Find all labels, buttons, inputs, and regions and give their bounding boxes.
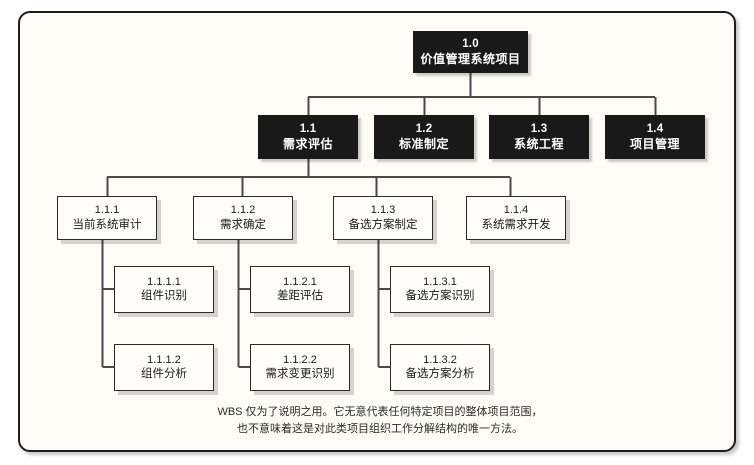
wbs-node-1-0-name: 价值管理系统项目 [420, 51, 521, 66]
wbs-node-1-1-3-code: 1.1.3 [370, 204, 396, 217]
wbs-node-1-2-name: 标准制定 [398, 136, 449, 151]
wbs-node-1-1-2-code: 1.1.2 [230, 204, 256, 217]
wbs-node-1-1-3-2-name: 备选方案分析 [405, 368, 475, 381]
wbs-node-1-4[interactable]: 1.4 项目管理 [605, 115, 705, 159]
wbs-node-1-1-1-1[interactable]: 1.1.1.1 组件识别 [114, 266, 214, 313]
wbs-node-1-1-2-2[interactable]: 1.1.2.2 需求变更识别 [250, 344, 350, 391]
wbs-node-1-1-4-name: 系统需求开发 [481, 218, 551, 231]
wbs-node-1-1-1-name: 当前系统审计 [72, 218, 142, 231]
footnote-line-2: 也不意味着这是对此类项目组织工作分解结构的唯一方法。 [237, 423, 523, 436]
wbs-node-1-1-2[interactable]: 1.1.2 需求确定 [193, 196, 293, 240]
wbs-node-1-1-code: 1.1 [299, 122, 317, 135]
wbs-node-1-1-2-1-code: 1.1.2.1 [283, 275, 317, 288]
footnote-line-1: WBS 仅为了说明之用。它无意代表任何特定项目的整体项目范围， [217, 406, 543, 418]
wbs-node-1-1-3-1-name: 备选方案识别 [405, 290, 475, 303]
wbs-node-1-1-2-1[interactable]: 1.1.2.1 差距评估 [250, 266, 350, 313]
wbs-node-1-1-2-2-code: 1.1.2.2 [283, 353, 317, 366]
wbs-node-1-1-1-2-code: 1.1.1.2 [147, 353, 181, 366]
wbs-node-1-1[interactable]: 1.1 需求评估 [258, 115, 358, 159]
wbs-node-1-2[interactable]: 1.2 标准制定 [374, 115, 474, 159]
wbs-node-1-4-code: 1.4 [646, 122, 664, 135]
wbs-node-1-4-name: 项目管理 [629, 136, 680, 151]
wbs-node-1-0[interactable]: 1.0 价值管理系统项目 [413, 31, 528, 73]
wbs-node-1-1-3-1-code: 1.1.3.1 [423, 275, 457, 288]
wbs-node-1-1-3-1[interactable]: 1.1.3.1 备选方案识别 [390, 266, 490, 313]
wbs-node-1-1-3-2[interactable]: 1.1.3.2 备选方案分析 [390, 344, 490, 391]
wbs-node-1-1-2-2-name: 需求变更识别 [265, 368, 335, 381]
wbs-node-1-1-1-1-code: 1.1.1.1 [147, 275, 181, 288]
wbs-node-1-2-code: 1.2 [415, 122, 433, 135]
wbs-node-1-3-code: 1.3 [530, 122, 548, 135]
wbs-node-1-1-1-2-name: 组件分析 [141, 368, 187, 381]
wbs-node-1-1-3-name: 备选方案制定 [348, 218, 418, 231]
wbs-node-1-1-1-code: 1.1.1 [94, 204, 120, 217]
wbs-node-1-1-2-1-name: 差距评估 [277, 290, 323, 303]
wbs-node-1-1-1-1-name: 组件识别 [141, 290, 187, 303]
wbs-node-1-1-3-2-code: 1.1.3.2 [423, 353, 457, 366]
wbs-node-1-1-1-2[interactable]: 1.1.1.2 组件分析 [114, 344, 214, 391]
wbs-node-1-1-name: 需求评估 [282, 136, 333, 151]
wbs-node-1-3-name: 系统工程 [513, 136, 564, 151]
wbs-node-1-3[interactable]: 1.3 系统工程 [489, 115, 589, 159]
wbs-node-1-0-code: 1.0 [462, 37, 479, 50]
wbs-node-1-1-4-code: 1.1.4 [503, 204, 529, 217]
diagram-footnote: WBS 仅为了说明之用。它无意代表任何特定项目的整体项目范围， 也不意味着这是对… [150, 404, 610, 438]
wbs-node-1-1-3[interactable]: 1.1.3 备选方案制定 [333, 196, 433, 240]
wbs-node-1-1-1[interactable]: 1.1.1 当前系统审计 [57, 196, 157, 240]
wbs-node-1-1-2-name: 需求确定 [220, 218, 266, 231]
wbs-node-1-1-4[interactable]: 1.1.4 系统需求开发 [466, 196, 566, 240]
